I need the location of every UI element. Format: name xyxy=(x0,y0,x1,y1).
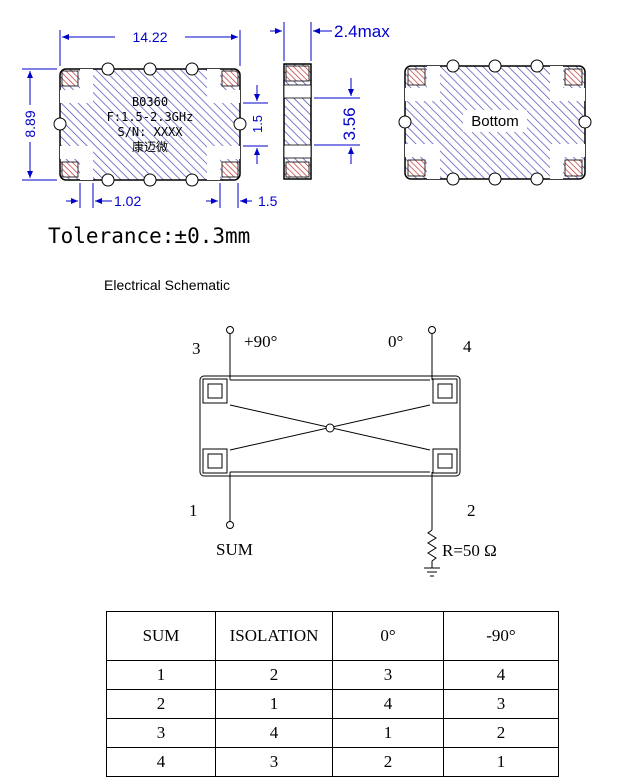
bottom-view: Bottom xyxy=(398,59,592,186)
table-cell: 3 xyxy=(332,660,444,690)
brand-mark: 康迈微 xyxy=(132,139,168,154)
tolerance-note: Tolerance:±0.3mm xyxy=(48,224,250,248)
sum-label: SUM xyxy=(216,540,253,559)
table-cell: 4 xyxy=(332,689,444,719)
height-dimension: 8.89 xyxy=(22,110,38,137)
port-4-label: 4 xyxy=(463,337,472,356)
side-view-dimensions xyxy=(270,22,360,164)
table-cell: 1 xyxy=(443,747,559,777)
resistor-label: R=50 Ω xyxy=(442,541,497,560)
header-isolation: ISOLATION xyxy=(215,611,333,661)
table-cell: 2 xyxy=(443,718,559,748)
top-view: B0360 F:1.5-2.3GHz S/N: XXXX 康迈微 xyxy=(53,62,247,187)
phase-plus90-label: +90° xyxy=(244,332,277,351)
table-cell: 1 xyxy=(215,689,333,719)
bottom-view-label: Bottom xyxy=(471,113,519,130)
part-number: B0360 xyxy=(132,95,168,109)
table-cell: 1 xyxy=(332,718,444,748)
table-cell: 2 xyxy=(332,747,444,777)
table-row: 2 1 4 3 xyxy=(106,689,559,719)
top-view-dimensions xyxy=(22,30,268,208)
table-row: 1 2 3 4 xyxy=(106,660,559,690)
table-cell: 1 xyxy=(106,660,216,690)
table-row: 4 3 2 1 xyxy=(106,747,559,777)
port-2-label: 2 xyxy=(467,501,476,520)
side-view xyxy=(283,63,312,180)
serial-number: S/N: XXXX xyxy=(117,125,183,139)
table-header-row: SUM ISOLATION 0° -90° xyxy=(106,611,559,661)
table-cell: 3 xyxy=(215,747,333,777)
pin-assignment-table: SUM ISOLATION 0° -90° 1 2 3 4 2 1 4 3 3 … xyxy=(106,611,559,777)
table-cell: 4 xyxy=(106,747,216,777)
table-cell: 2 xyxy=(106,689,216,719)
table-cell: 3 xyxy=(106,718,216,748)
width-dimension: 14.22 xyxy=(132,29,167,45)
pad-width-dimension: 1.02 xyxy=(114,193,141,209)
table-cell: 2 xyxy=(215,660,333,690)
port-3-label: 3 xyxy=(192,339,201,358)
port-1-label: 1 xyxy=(189,501,198,520)
schematic-title: Electrical Schematic xyxy=(104,277,230,293)
pad-spacing-dimension: 1.5 xyxy=(258,193,278,209)
frequency-range: F:1.5-2.3GHz xyxy=(107,110,194,124)
table-cell: 4 xyxy=(443,660,559,690)
table-row: 3 4 1 2 xyxy=(106,718,559,748)
header-minus90-degree: -90° xyxy=(443,611,559,661)
electrical-schematic xyxy=(199,326,461,577)
header-sum: SUM xyxy=(106,611,216,661)
side-height-dimension: 3.56 xyxy=(340,107,359,140)
phase-zero-label: 0° xyxy=(388,332,403,351)
pad-gap-dimension: 1.5 xyxy=(250,115,265,133)
header-zero-degree: 0° xyxy=(332,611,444,661)
table-cell: 3 xyxy=(443,689,559,719)
table-cell: 4 xyxy=(215,718,333,748)
thickness-dimension: 2.4max xyxy=(334,22,390,41)
